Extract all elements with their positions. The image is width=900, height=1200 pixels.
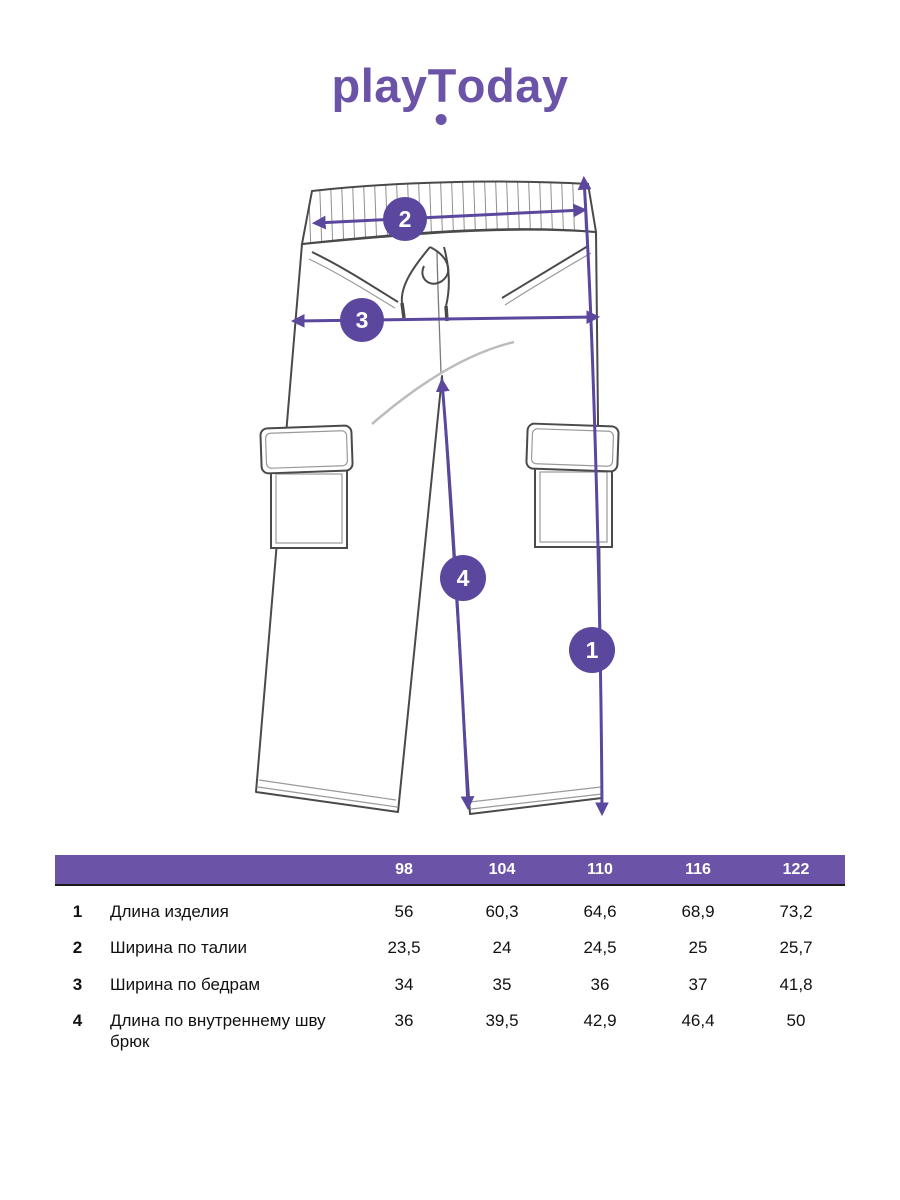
row-value: 23,5 — [387, 938, 421, 958]
table-row: 2 Ширина по талии 23,5 24 24,5 25 25,7 — [55, 922, 845, 958]
row-value: 24,5 — [583, 938, 617, 958]
table-row: 4 Длина по внутреннему шву брюк 36 39,5 … — [55, 995, 845, 1053]
row-label: Длина по внутреннему шву брюк — [110, 1010, 326, 1051]
svg-text:2: 2 — [399, 206, 412, 232]
row-label: Ширина по бедрам — [110, 974, 261, 994]
logo-text-play: play — [331, 59, 428, 112]
row-value: 56 — [394, 902, 414, 921]
size-table: 98 104 110 116 122 1 Длина изделия 56 60… — [55, 855, 845, 1052]
front-pockets — [308, 245, 592, 309]
row-value: 42,9 — [583, 1010, 617, 1030]
row-value: 73,2 — [779, 902, 813, 921]
measure-line-length — [577, 175, 609, 817]
row-value: 39,5 — [485, 1010, 519, 1030]
table-row: 3 Ширина по бедрам 34 35 36 37 41,8 — [55, 959, 845, 995]
row-value: 41,8 — [779, 974, 813, 994]
table-row: 1 Длина изделия 56 60,3 64,6 68,9 73,2 — [55, 886, 845, 922]
size-column-header: 104 — [488, 860, 516, 878]
row-value: 25 — [688, 938, 708, 958]
svg-text:4: 4 — [457, 565, 470, 591]
logo-dot — [435, 114, 447, 125]
left-cargo-pocket — [259, 424, 354, 549]
row-number: 3 — [72, 974, 83, 994]
row-value: 64,6 — [583, 902, 617, 921]
row-value: 35 — [492, 974, 512, 994]
row-label: Ширина по талии — [110, 938, 247, 958]
size-column-header: 122 — [782, 860, 810, 878]
logo-text-oday: oday — [456, 59, 569, 112]
row-value: 37 — [688, 974, 708, 994]
svg-text:3: 3 — [356, 307, 369, 333]
table-header: 98 104 110 116 122 — [55, 855, 845, 886]
row-value: 36 — [590, 974, 610, 994]
row-label: Длина изделия — [110, 902, 229, 921]
row-number: 1 — [72, 902, 83, 921]
svg-text:1: 1 — [586, 637, 599, 663]
marker-1: 1 — [569, 627, 615, 673]
size-column-header: 110 — [587, 860, 613, 878]
marker-2: 2 — [383, 197, 427, 241]
marker-3: 3 — [340, 298, 384, 342]
size-column-header: 98 — [395, 860, 413, 878]
measure-line-waist — [311, 203, 588, 230]
marker-4: 4 — [440, 555, 486, 601]
row-value: 25,7 — [779, 938, 813, 958]
row-value: 68,9 — [681, 902, 715, 921]
row-value: 36 — [394, 1010, 414, 1030]
size-column-header: 116 — [685, 860, 711, 878]
right-cargo-pocket — [525, 422, 620, 548]
pants-diagram: 2 3 4 1 — [255, 175, 620, 817]
row-number: 4 — [72, 1010, 83, 1030]
row-value: 24 — [492, 938, 512, 958]
row-number: 2 — [72, 938, 83, 958]
row-value: 60,3 — [485, 902, 519, 921]
row-value: 34 — [394, 974, 414, 994]
row-value: 46,4 — [681, 1010, 715, 1030]
row-value: 50 — [786, 1010, 806, 1030]
logo-text-t: T — [427, 59, 457, 112]
